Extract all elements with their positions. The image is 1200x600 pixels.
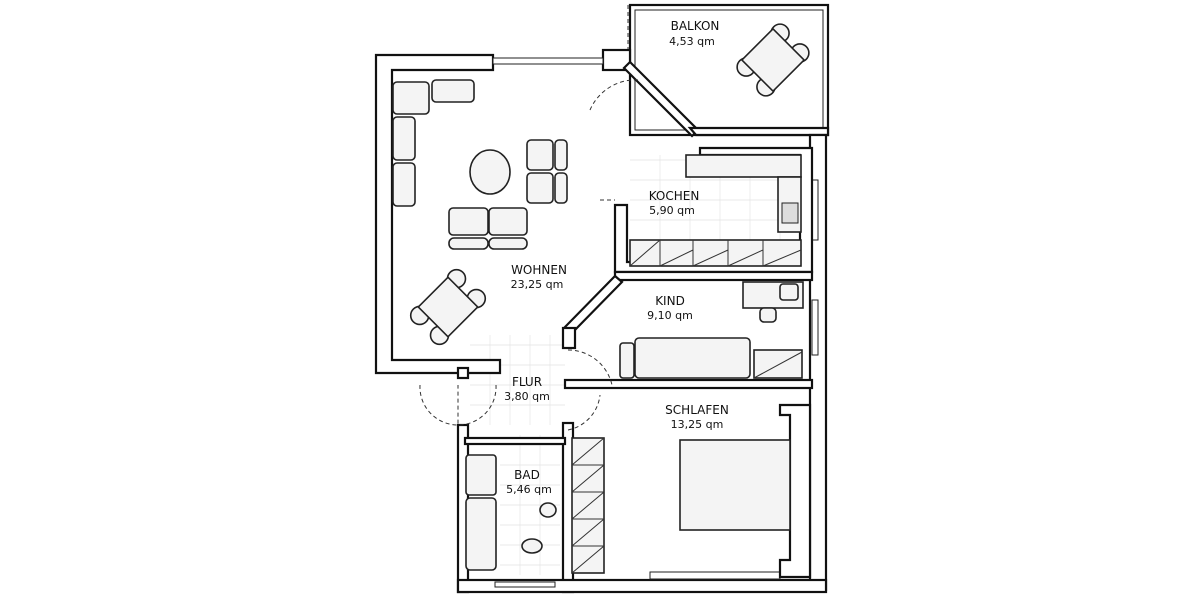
doors: [419, 79, 641, 431]
sofa: [488, 207, 528, 236]
kitchen-units: [629, 154, 802, 267]
living-room-furniture: [392, 79, 568, 346]
walls: [374, 48, 830, 594]
room-area-kind: 9,10 qm: [647, 309, 693, 322]
armchair: [526, 139, 554, 171]
sink: [539, 502, 557, 518]
toilet: [521, 538, 543, 554]
room-name-kind: KIND: [655, 294, 685, 308]
round-table: [469, 149, 511, 195]
room-labels: BALKON 4,53 qm KOCHEN 5,90 qm WOHNEN 23,…: [504, 19, 729, 496]
room-area-kochen: 5,90 qm: [649, 204, 695, 217]
bed: [634, 337, 751, 379]
bathtub: [465, 497, 497, 571]
room-name-wohnen: WOHNEN: [511, 263, 567, 277]
sofa-segment: [392, 116, 416, 161]
room-area-bad: 5,46 qm: [506, 483, 552, 496]
room-name-flur: FLUR: [512, 375, 542, 389]
shower: [465, 454, 497, 496]
window: [649, 571, 781, 580]
room-area-flur: 3,80 qm: [504, 390, 550, 403]
window: [811, 299, 819, 356]
sofa: [448, 207, 489, 236]
room-name-schlafen: SCHLAFEN: [665, 403, 729, 417]
balcony-table: [736, 23, 810, 97]
room-area-wohnen: 23,25 qm: [511, 278, 564, 291]
sofa-segment: [392, 81, 430, 115]
room-name-kochen: KOCHEN: [649, 189, 700, 203]
chair: [759, 307, 777, 323]
room-area-balkon: 4,53 qm: [669, 35, 715, 48]
balcony: [627, 3, 830, 137]
stove: [781, 202, 799, 224]
kids-room-furniture: [619, 281, 804, 379]
sofa-segment: [431, 79, 475, 103]
double-bed: [679, 439, 791, 531]
window: [492, 57, 604, 65]
dining-table: [409, 268, 487, 346]
window: [494, 581, 556, 588]
room-name-bad: BAD: [514, 468, 540, 482]
floor-tiles: [470, 155, 800, 575]
bathroom-fixtures: [465, 454, 557, 571]
armchair: [526, 172, 554, 204]
bedroom-furniture: [571, 403, 812, 579]
sofa-segment: [392, 162, 416, 207]
room-name-balkon: BALKON: [671, 19, 720, 33]
room-area-schlafen: 13,25 qm: [671, 418, 724, 431]
